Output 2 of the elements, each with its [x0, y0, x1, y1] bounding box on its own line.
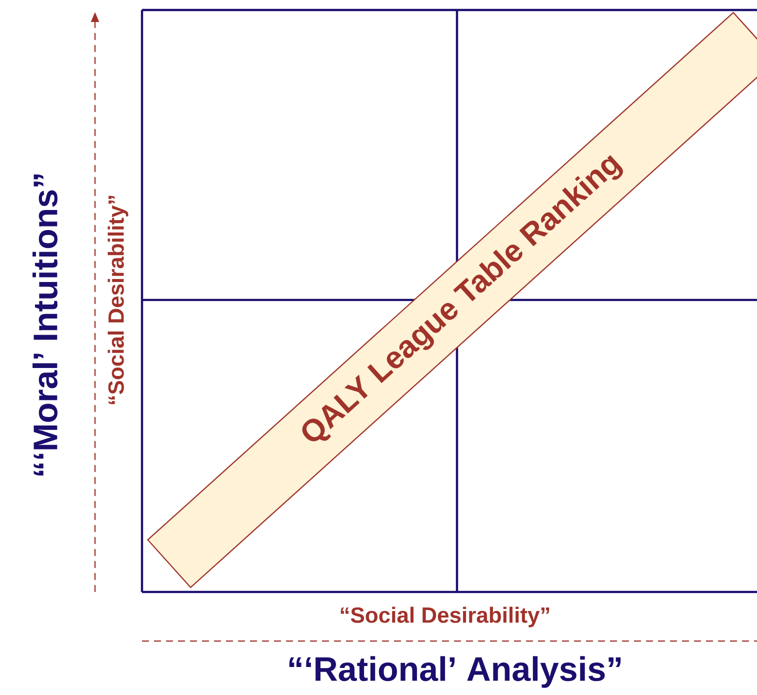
axis-title: “‘Rational’ Analysis”	[289, 656, 621, 688]
axis-title: “‘Moral’ Intuitions”	[32, 174, 58, 476]
